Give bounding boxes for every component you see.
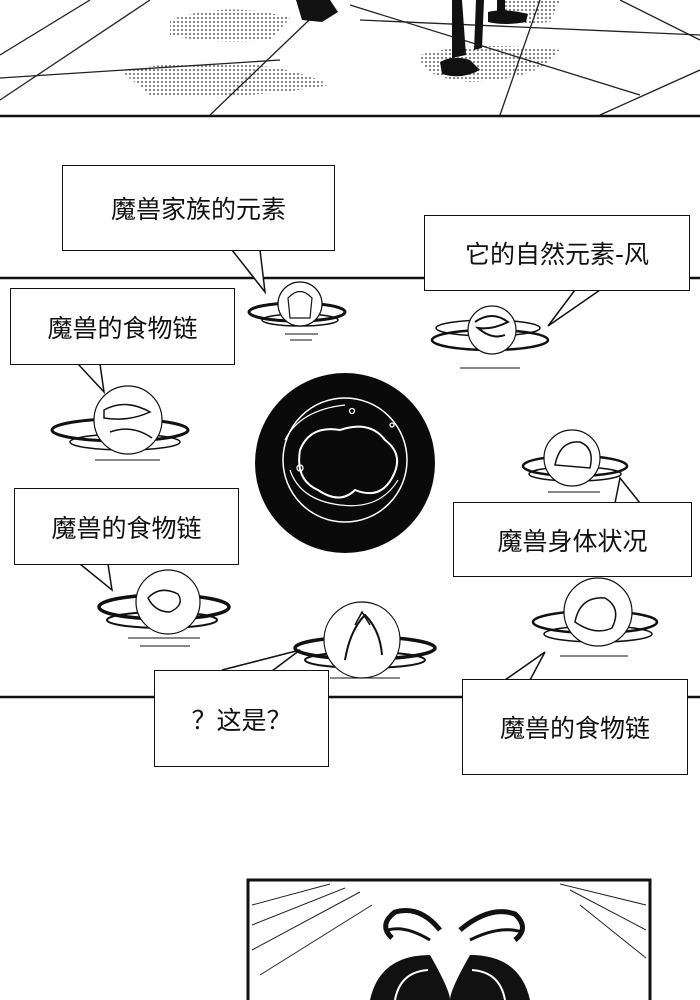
- speech-bubble: 魔兽的食物链: [14, 488, 239, 565]
- orb-fish: [50, 385, 190, 461]
- bottom-panel: [246, 878, 652, 1000]
- orb-beast-right: [531, 577, 659, 657]
- orb-creature-right: [521, 429, 629, 493]
- orb-wind: [430, 305, 550, 369]
- top-panel: [0, 0, 700, 118]
- orb-plant: [293, 601, 437, 679]
- speech-bubble: 魔兽家族的元素: [62, 165, 335, 251]
- speech-bubble: 魔兽身体状况: [453, 502, 692, 577]
- orb-bird: [97, 569, 231, 647]
- speech-bubble: 它的自然元素-风: [424, 215, 690, 291]
- speech-bubble: 魔兽的食物链: [462, 679, 688, 775]
- central-dark-orb: [255, 373, 435, 553]
- speech-bubble: 魔兽的食物链: [10, 288, 235, 365]
- orb-top-left: [247, 281, 347, 341]
- speech-bubble: ？这是？: [154, 670, 329, 767]
